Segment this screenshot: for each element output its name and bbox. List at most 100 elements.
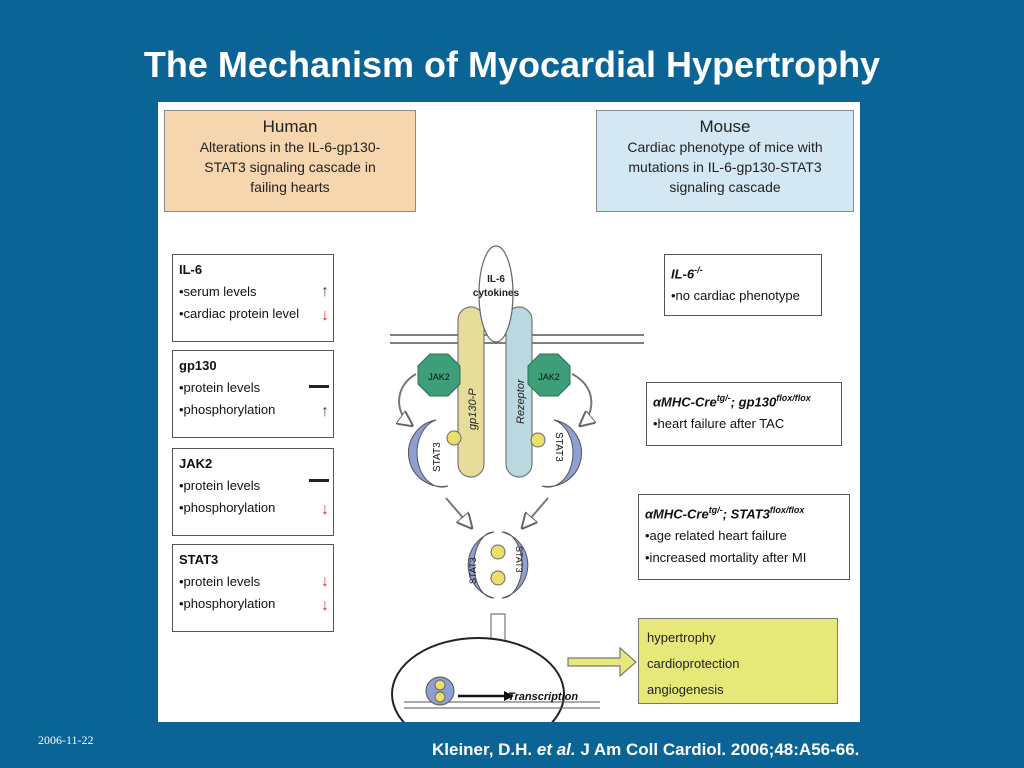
citation-journal: J Am Coll Cardiol. 2006;48:A56-66.: [580, 740, 860, 759]
genotype-sup: tg/-: [716, 393, 731, 403]
phosphate-star: [490, 544, 506, 560]
box-title: IL-6: [179, 262, 203, 277]
jak2-right: [527, 353, 571, 397]
figure-panel: Human Alterations in the IL-6-gp130- STA…: [158, 102, 860, 722]
down-arrow-icon: ↓: [321, 501, 329, 518]
cytokine-label: IL-6: [487, 274, 505, 285]
curved-arrow: [571, 373, 591, 424]
cytokine-label: cytokines: [473, 288, 520, 299]
mouse-header-title: Mouse: [699, 117, 751, 136]
jak2-label: JAK2: [538, 372, 560, 382]
box-title: STAT3: [179, 552, 219, 567]
box-item: •protein levels: [179, 478, 261, 493]
genotype-sup: -/-: [694, 265, 703, 275]
outcome-item: cardioprotection: [647, 656, 740, 671]
box-title: gp130: [179, 358, 217, 373]
genotype-name-2: ; STAT3: [722, 506, 770, 522]
stat3-human-box: STAT3 •protein levels •phosphorylation ↓…: [172, 544, 334, 632]
stat3-right: [541, 419, 583, 488]
il6-knockout-box: IL-6-/- •no cardiac phenotype: [664, 254, 822, 316]
citation-etal: et al.: [536, 740, 576, 759]
stat3-label: STAT3: [432, 442, 443, 472]
genotype-sup-2: flox/flox: [776, 393, 811, 403]
up-arrow-icon: ↑: [321, 283, 329, 300]
phosphate-star: [490, 570, 506, 586]
box-title: αMHC-Cretg/-; gp130flox/flox: [653, 387, 835, 413]
stat3-label: STAT3: [468, 557, 478, 584]
jak2-left: [417, 353, 461, 397]
curved-arrow: [399, 373, 417, 424]
stat3-dimer-left: [467, 531, 495, 599]
box-item: •phosphorylation: [179, 500, 276, 515]
mouse-header-line: Cardiac phenotype of mice with: [627, 139, 823, 155]
genotype-name: IL-6: [671, 266, 695, 282]
outcome-item: angiogenesis: [647, 682, 724, 697]
genotype-name: αMHC-Cre: [653, 394, 717, 410]
nucleus: [391, 637, 565, 722]
gp130-knockout-box: αMHC-Cretg/-; gp130flox/flox •heart fail…: [646, 382, 842, 446]
transcription-arrowhead: [504, 691, 514, 701]
box-item: •protein levels: [179, 574, 261, 589]
il6-human-box: IL-6 •serum levels •cardiac protein leve…: [172, 254, 334, 342]
mouse-header-line: mutations in IL-6-gp130-STAT3: [628, 159, 822, 175]
stat3-left: [407, 419, 449, 488]
phosphate-star: [434, 679, 446, 691]
down-arrow-icon: ↓: [321, 307, 329, 324]
box-item: •phosphorylation: [179, 596, 276, 611]
phosphate-star: [530, 432, 546, 448]
slide-date: 2006-11-22: [38, 733, 94, 747]
no-change-dash-icon: [309, 385, 329, 388]
rezeptor-label: Rezeptor: [515, 378, 527, 424]
transcription-label: Transcription: [508, 691, 578, 703]
phosphate-star: [434, 691, 446, 703]
box-item: •cardiac protein level: [179, 306, 300, 321]
genotype-name-2: ; gp130: [730, 394, 777, 410]
gp130-label: gp130-P: [467, 388, 479, 430]
down-arrow-icon: ↓: [321, 597, 329, 614]
stat3-label: STAT3: [514, 546, 524, 573]
outcome-item: hypertrophy: [647, 630, 716, 645]
stat3-label: STAT3: [553, 432, 564, 462]
box-item: •heart failure after TAC: [653, 416, 785, 432]
box-title: IL-6-/-: [671, 259, 815, 285]
phosphate-star: [446, 430, 462, 446]
box-item: •age related heart failure: [645, 528, 787, 544]
human-header: Human Alterations in the IL-6-gp130- STA…: [164, 110, 416, 212]
citation-authors: Kleiner, D.H.: [432, 740, 533, 759]
box-item: •no cardiac phenotype: [671, 288, 800, 304]
gp130-human-box: gp130 •protein levels •phosphorylation ↑: [172, 350, 334, 438]
box-item: •phosphorylation: [179, 402, 276, 417]
rezeptor-receptor: [505, 306, 533, 478]
nucleus-entry-arrow: [483, 613, 513, 663]
box-item: •increased mortality after MI: [645, 550, 807, 566]
jak2-human-box: JAK2 •protein levels •phosphorylation ↓: [172, 448, 334, 536]
human-header-line: failing hearts: [250, 179, 330, 195]
slide-title: The Mechanism of Myocardial Hypertrophy: [143, 44, 881, 85]
box-title: JAK2: [179, 456, 213, 471]
human-header-title: Human: [262, 117, 318, 136]
stat3-knockout-box: αMHC-Cretg/-; STAT3flox/flox •age relate…: [638, 494, 850, 580]
box-title: αMHC-Cretg/-; STAT3flox/flox: [645, 499, 843, 525]
outcome-arrow: [567, 646, 637, 678]
down-arrow-icon: ↓: [321, 573, 329, 590]
genotype-sup-2: flox/flox: [769, 505, 805, 515]
genotype-sup: tg/-: [708, 505, 723, 515]
stat3-dimer-right: [501, 531, 529, 599]
jak2-label: JAK2: [428, 372, 450, 382]
arrow-to-dimer: [445, 497, 470, 526]
up-arrow-icon: ↑: [321, 403, 329, 420]
outcomes-box: hypertrophy cardioprotection angiogenesi…: [638, 618, 838, 704]
stat3-dimer-nuclear: [425, 676, 455, 706]
arrow-to-dimer: [524, 497, 549, 526]
gp130-receptor: [457, 306, 485, 478]
human-header-line: STAT3 signaling cascade in: [204, 159, 376, 175]
no-change-dash-icon: [309, 479, 329, 482]
mouse-header: Mouse Cardiac phenotype of mice with mut…: [596, 110, 854, 212]
mouse-header-line: signaling cascade: [669, 179, 781, 195]
citation: Kleiner, D.H. et al. J Am Coll Cardiol. …: [432, 740, 859, 760]
box-item: •serum levels: [179, 284, 257, 299]
box-item: •protein levels: [179, 380, 261, 395]
il6-cytokine: [478, 245, 514, 343]
genotype-name: αMHC-Cre: [645, 506, 709, 522]
human-header-line: Alterations in the IL-6-gp130-: [199, 139, 381, 155]
